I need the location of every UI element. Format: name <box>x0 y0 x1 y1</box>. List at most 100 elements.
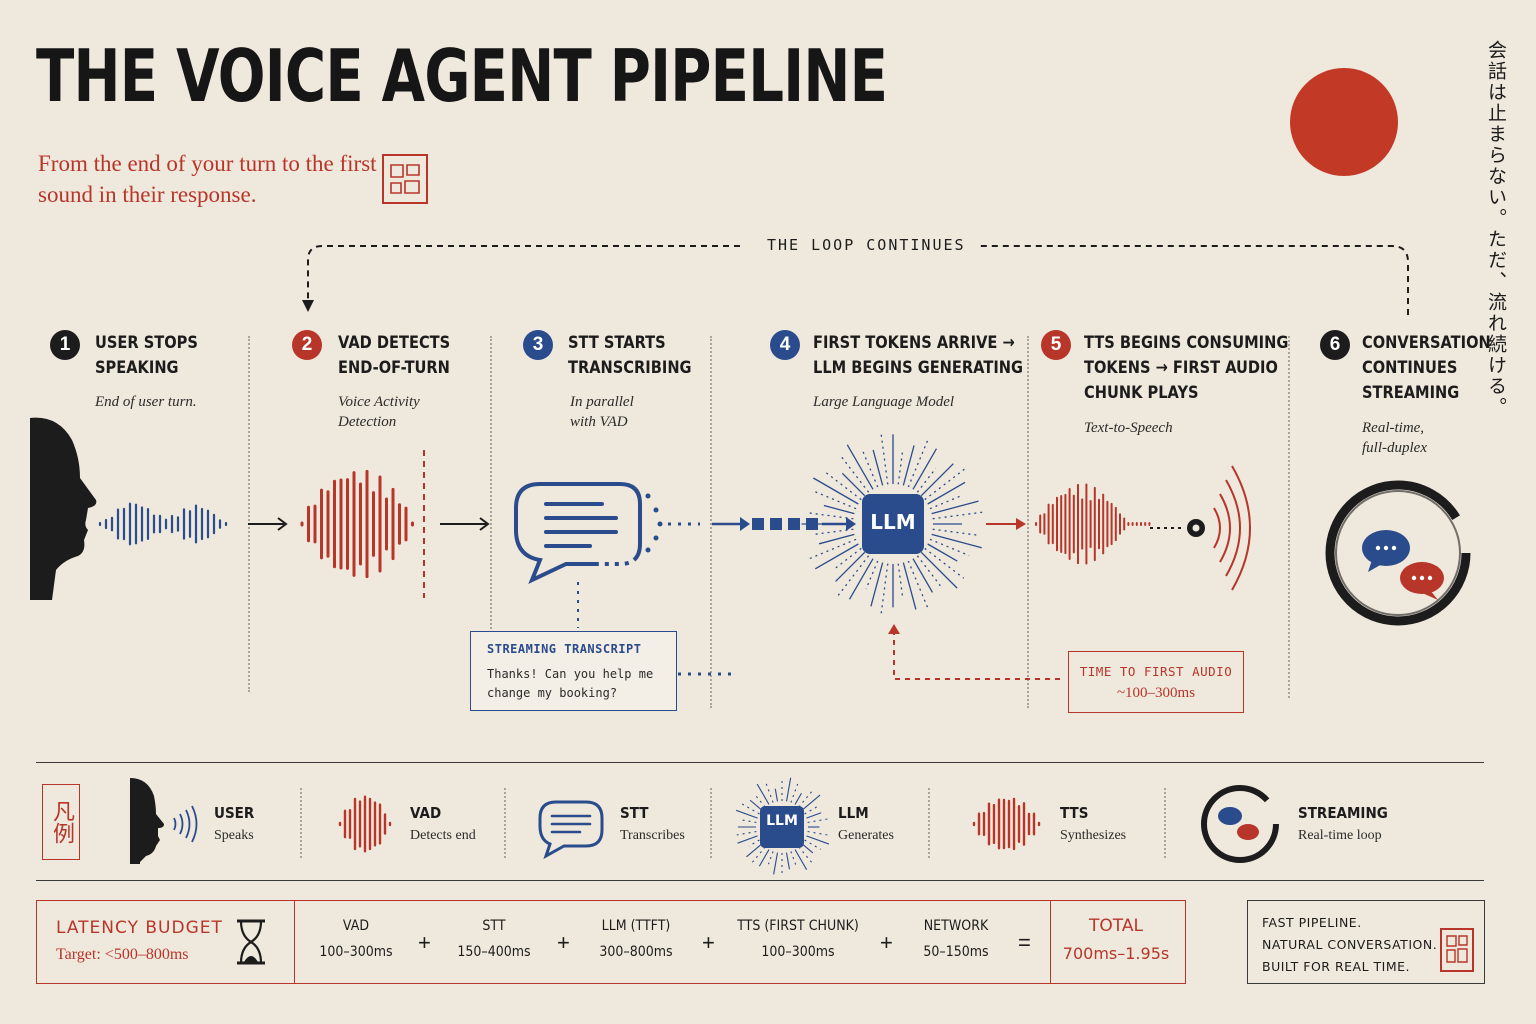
burst-ray <box>897 449 904 485</box>
latency-total: TOTAL 700ms–1.95s <box>1056 916 1176 963</box>
step-number: 4 <box>770 330 800 360</box>
legend-bottom-rule <box>36 880 1484 881</box>
legend-top-rule <box>36 762 1484 763</box>
burst-ray <box>813 528 854 536</box>
burst-ray <box>756 783 770 805</box>
burst-ray <box>806 812 822 819</box>
legend-title: STT <box>620 804 649 822</box>
llm-chip-icon <box>862 494 924 554</box>
red-sun-icon <box>1290 68 1398 176</box>
step-number: 5 <box>1041 330 1071 360</box>
burst-ray <box>932 511 984 520</box>
burst-ray <box>737 835 758 844</box>
burst-ray <box>920 551 958 589</box>
burst-ray <box>798 846 814 865</box>
legend-heading-text: 凡例 <box>49 800 74 844</box>
burst-ray <box>798 790 814 808</box>
step-subtitle: Real-time, full-duplex <box>1362 420 1427 456</box>
step-divider <box>1288 336 1290 698</box>
burst-ray <box>907 560 929 609</box>
legend-sub: Transcribes <box>620 828 685 843</box>
legend-title: VAD <box>410 804 442 822</box>
head-silhouette-icon <box>30 417 97 600</box>
latency-item-name: NETWORK <box>923 918 989 934</box>
latency-item-network: NETWORK 50–150ms <box>906 918 1006 960</box>
burst-ray <box>790 851 797 867</box>
burst-ray <box>861 449 879 488</box>
seal-stamp-small <box>1440 928 1474 972</box>
streaming-transcript-box: STREAMING TRANSCRIPT Thanks! Can you hel… <box>470 631 677 711</box>
burst-ray <box>807 830 829 836</box>
llm-chip-label: LLM <box>870 510 916 534</box>
burst-ray <box>794 793 802 805</box>
legend-divider <box>710 788 712 858</box>
burst-ray <box>907 439 929 488</box>
step-title: VAD DETECTS END-OF-TURN <box>338 333 451 378</box>
latency-item-llm: LLM (TTFT) 300–800ms <box>580 918 692 960</box>
burst-ray <box>814 491 857 510</box>
llm-legend-label: LLM <box>766 813 798 829</box>
burst-ray <box>801 843 814 854</box>
latency-item-stt: STT 150–400ms <box>444 918 544 960</box>
legend-sub: Synthesizes <box>1060 828 1127 843</box>
tagline-box <box>1247 900 1485 984</box>
latency-box-divider <box>294 900 295 984</box>
pipeline-illustration <box>30 417 1471 680</box>
step-divider <box>1027 336 1029 708</box>
burst-ray <box>912 448 938 490</box>
burst-ray <box>924 547 965 579</box>
burst-ray <box>758 849 770 867</box>
ttfa-value: ~100–300ms <box>1116 685 1196 701</box>
burst-ray <box>839 453 870 493</box>
latency-item-name: STT <box>482 918 506 934</box>
burst-ray <box>767 851 774 865</box>
latency-target: Target: <500–800ms <box>56 946 189 963</box>
tts-legend-icon <box>972 797 1041 851</box>
total-value: 700ms–1.95s <box>1062 944 1170 963</box>
burst-ray <box>818 533 855 545</box>
ttfa-heading: TIME TO FIRST AUDIO <box>1079 664 1233 679</box>
burst-ray <box>774 788 779 802</box>
latency-item-name: VAD <box>342 918 370 934</box>
burst-ray <box>823 504 855 515</box>
burst-ray <box>825 472 862 501</box>
latency-item-value: 150–400ms <box>457 944 531 960</box>
burst-ray <box>841 472 866 497</box>
burst-ray <box>902 445 915 486</box>
legend-divider <box>928 788 930 858</box>
latency-item-value: 300–800ms <box>599 944 673 960</box>
latency-budget-box <box>36 900 1186 984</box>
legend-sub: Detects end <box>410 828 476 843</box>
vad-legend-icon <box>338 795 392 853</box>
burst-ray <box>931 533 982 549</box>
loop-label: THE LOOP CONTINUES <box>757 236 976 254</box>
step-divider <box>490 336 492 692</box>
step-subtitle: Large Language Model <box>813 394 955 410</box>
step-subtitle: Text-to-Speech <box>1084 420 1173 436</box>
latency-item-tts: TTS (FIRST CHUNK) 100–300ms <box>726 918 870 960</box>
burst-ray <box>748 839 760 847</box>
page-subtitle: From the end of your turn to the first s… <box>38 151 377 207</box>
step-title: USER STOPS SPEAKING <box>95 333 198 378</box>
streaming-legend-icon <box>1201 785 1279 863</box>
legend-title: USER <box>214 804 255 822</box>
seal-stamp <box>382 154 428 204</box>
burst-ray <box>865 560 879 590</box>
burst-ray <box>870 562 884 607</box>
user-head-icon <box>130 778 164 864</box>
legend-divider <box>1164 788 1166 858</box>
burst-ray <box>805 511 854 520</box>
burst-ray <box>807 817 831 824</box>
burst-ray <box>916 467 937 493</box>
tagline-text: FAST PIPELINE. NATURAL CONVERSATION. BUI… <box>1262 915 1438 974</box>
burst-ray <box>785 777 792 802</box>
burst-ray <box>912 558 934 593</box>
burst-ray <box>931 500 979 515</box>
legend-title: TTS <box>1060 804 1089 822</box>
plus-sign: + <box>418 930 431 955</box>
burst-ray <box>872 449 884 486</box>
plus-sign: + <box>557 930 570 955</box>
legend-sub: Real-time loop <box>1298 828 1382 843</box>
plus-sign: + <box>702 930 715 955</box>
legend-heading: 凡例 <box>42 784 80 860</box>
